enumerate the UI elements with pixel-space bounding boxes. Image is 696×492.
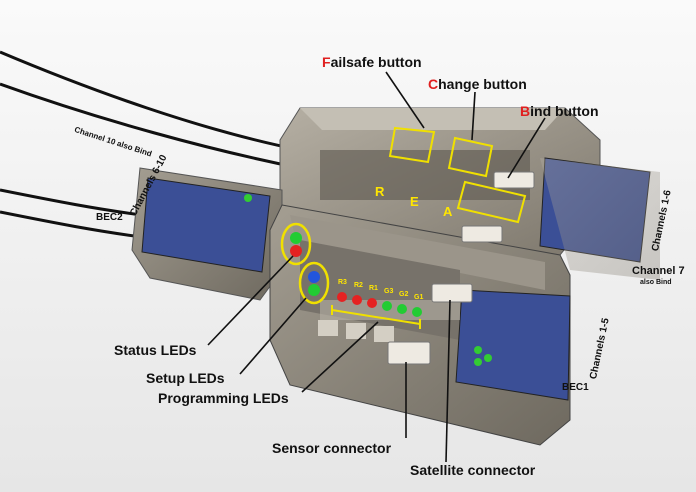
led-label-r1: R1 <box>369 285 378 292</box>
sensor-connector-label: Sensor connector <box>272 440 392 456</box>
setup-leds <box>298 261 330 305</box>
connector-letter-e: E <box>410 194 419 209</box>
programming-leds-label: Programming LEDs <box>158 390 289 406</box>
connector-letter-r: R <box>375 184 385 199</box>
channel-7-label: Channel 7 <box>632 265 685 277</box>
bind-button-label: Bind button <box>520 103 599 119</box>
left-receiver <box>131 167 283 301</box>
setup-leds-label: Setup LEDs <box>146 370 225 386</box>
change-initial: C <box>428 76 439 92</box>
connectors <box>387 171 535 365</box>
bind-rest: ind button <box>530 103 599 119</box>
failsafe-rest: ailsafe button <box>330 54 422 70</box>
bec2-label: BEC2 <box>96 212 123 223</box>
led-label-r3: R3 <box>338 279 347 286</box>
status-leds-label: Status LEDs <box>114 342 197 358</box>
change-rest: hange button <box>438 76 527 92</box>
programming-leds <box>331 292 422 329</box>
pointer-lines <box>207 71 546 463</box>
satellite-connector-label: Satellite connector <box>410 462 536 478</box>
led-label-g2: G2 <box>399 291 409 298</box>
change-button-label: Change button <box>428 76 527 92</box>
connector-letter-a: A <box>443 204 453 219</box>
bind-initial: B <box>520 103 531 119</box>
failsafe-initial: F <box>322 54 331 70</box>
status-leds <box>280 222 312 266</box>
antenna-wires <box>0 50 301 240</box>
button-highlights <box>388 126 527 224</box>
failsafe-button-label: Failsafe button <box>322 54 422 70</box>
led-label-g3: G3 <box>384 288 394 295</box>
bec1-label: BEC1 <box>562 382 589 393</box>
led-label-r2: R2 <box>354 282 363 289</box>
led-label-g1: G1 <box>414 294 424 301</box>
channel-7-note: also Bind <box>640 279 672 286</box>
